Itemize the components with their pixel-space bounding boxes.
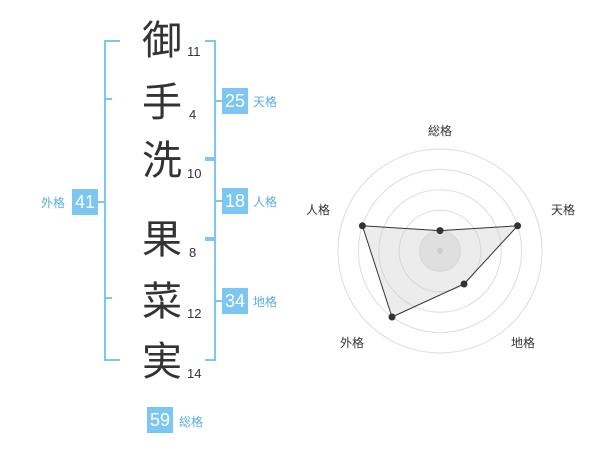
radar-point-4 xyxy=(358,222,366,230)
stroke-count-5: 12 xyxy=(187,306,202,321)
radar-axis-label-jinkaku: 人格 xyxy=(305,203,330,217)
gaikaku-value: 41 xyxy=(72,189,98,215)
radar-ring-4 xyxy=(357,168,523,334)
radar-grid xyxy=(337,148,543,354)
radar-point-0 xyxy=(436,227,444,235)
radar-point-1 xyxy=(514,222,522,230)
stroke-count-6: 14 xyxy=(187,366,202,381)
tenkaku-value: 25 xyxy=(222,88,248,114)
radar-point-3 xyxy=(388,313,396,321)
stroke-count-3: 10 xyxy=(187,166,202,181)
radar-polygon xyxy=(361,225,519,318)
name-char-3: 洗 xyxy=(142,138,182,184)
soukaku-value: 59 xyxy=(147,407,173,433)
name-char-2: 手 xyxy=(142,80,182,126)
name-char-1: 御 xyxy=(142,18,182,64)
tenkaku-label: 天格 xyxy=(253,95,278,109)
stroke-count-2: 4 xyxy=(189,107,197,122)
soukaku-label: 総格 xyxy=(179,415,204,429)
radar-ring-2 xyxy=(398,209,482,293)
stroke-count-1: 11 xyxy=(187,44,201,59)
chikaku-value: 34 xyxy=(222,288,248,314)
jinkaku-label: 人格 xyxy=(253,195,278,209)
name-char-4: 果 xyxy=(142,217,182,263)
radar-axis-label-tenkaku: 天格 xyxy=(550,203,575,217)
radar-shape xyxy=(358,222,522,321)
radar-axis-label-soukaku: 総格 xyxy=(427,124,452,138)
radar-ring-3 xyxy=(378,189,502,313)
radar-point-2 xyxy=(460,280,468,288)
gaikaku-label: 外格 xyxy=(41,196,66,210)
name-char-5: 菜 xyxy=(142,279,182,325)
radar-axis-label-gaikaku: 外格 xyxy=(339,336,364,350)
radar-center xyxy=(437,248,443,254)
stroke-count-4: 8 xyxy=(189,245,197,260)
jinkaku-value: 18 xyxy=(222,188,248,214)
radar-axis-label-chikaku: 地格 xyxy=(510,336,535,350)
chikaku-label: 地格 xyxy=(253,295,278,309)
radar-ring-5 xyxy=(337,148,543,354)
name-char-6: 実 xyxy=(142,339,182,385)
